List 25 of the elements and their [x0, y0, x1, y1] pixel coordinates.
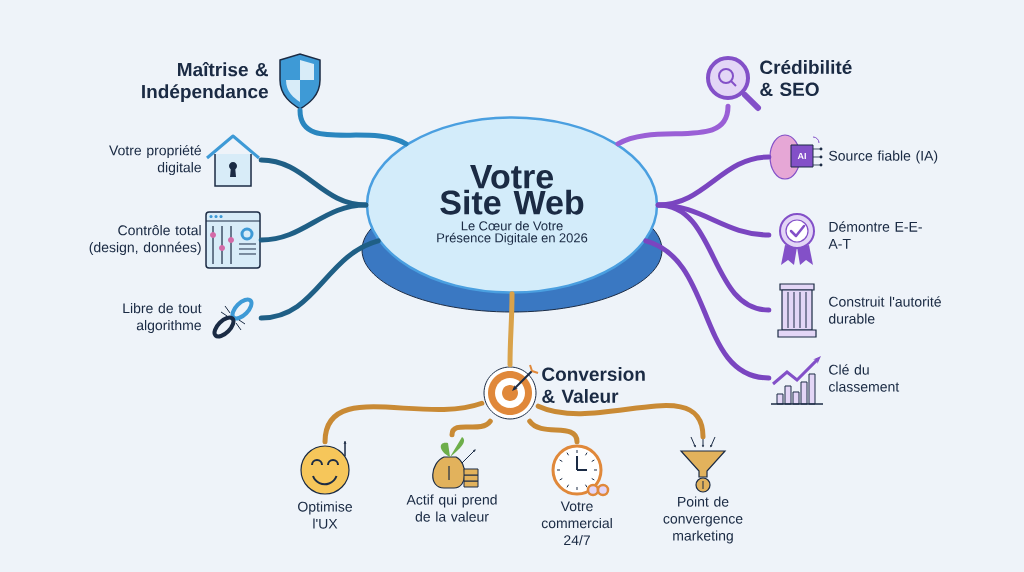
- branch-label: Optimise l'UX: [298, 501, 352, 529]
- branch-label: Votre commercial 24/7: [541, 501, 612, 546]
- branch-label: Source fiable (IA): [829, 150, 938, 164]
- connector-line: [322, 400, 485, 445]
- hub-disc: Votre Site Web Le Cœur de Votre Présence Digitale en 2026: [365, 116, 659, 294]
- branch-label: Votre propriété digitale: [109, 144, 201, 176]
- connector-line: [527, 418, 580, 445]
- branch-label: Maîtrise & Indépendance: [142, 61, 268, 103]
- connector-line: [507, 291, 515, 368]
- branch-label: Libre de tout algorithme: [123, 302, 202, 333]
- connector-line: [643, 238, 772, 381]
- branch-label: Actif qui prend de la valeur: [406, 494, 497, 522]
- connector-line: [615, 103, 731, 147]
- connector-line: [655, 202, 772, 313]
- branch-label: Point de convergence marketing: [663, 496, 743, 544]
- branch-label: Contrôle total (design, données): [89, 224, 201, 256]
- connector-line: [535, 403, 706, 440]
- connector-line: [258, 238, 381, 321]
- connector-line: [449, 418, 493, 438]
- branch-label: Crédibilité & SEO: [760, 59, 852, 97]
- branch-label: Démontre E-E-A-T: [828, 221, 922, 249]
- connector-line: [258, 202, 369, 243]
- branch-label: Clé du classement: [829, 364, 900, 392]
- branch-label: Construit l'autorité durable: [829, 296, 941, 324]
- branch-label: Conversion & Valeur: [542, 367, 645, 403]
